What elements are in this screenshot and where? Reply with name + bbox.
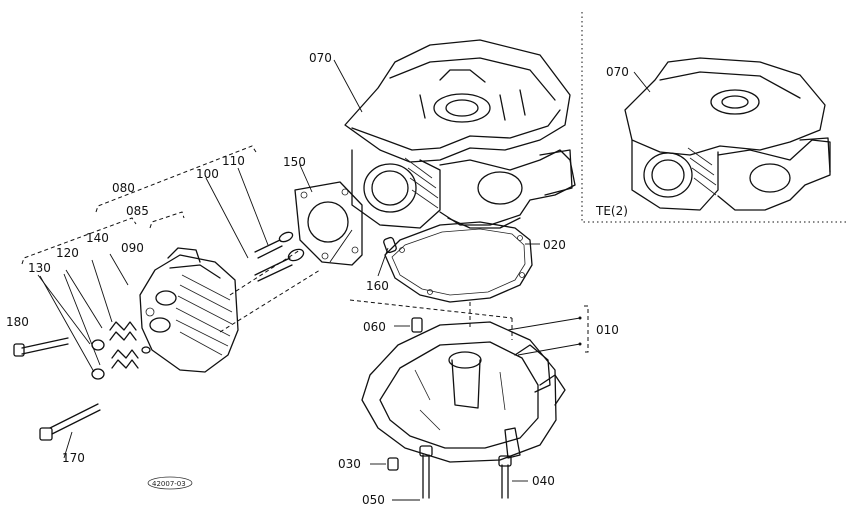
crankcase-gasket — [384, 221, 533, 303]
label-090: 090 — [121, 241, 144, 255]
label-130: 130 — [28, 261, 51, 275]
part-labels: 070 070 150 110 100 080 085 090 140 120 … — [6, 51, 629, 507]
label-140: 140 — [86, 231, 109, 245]
drawing-code: 42007-03 — [152, 480, 186, 488]
label-060: 060 — [363, 320, 386, 334]
crankcase-variant — [624, 57, 831, 211]
label-085: 085 — [126, 204, 149, 218]
label-150: 150 — [283, 155, 306, 169]
label-070: 070 — [309, 51, 332, 65]
head-gasket — [294, 181, 363, 266]
assembly-group-brackets — [21, 145, 589, 353]
label-070-variant: 070 — [606, 65, 629, 79]
label-160: 160 — [366, 279, 389, 293]
dowel-pin — [383, 236, 397, 254]
label-100: 100 — [196, 167, 219, 181]
variant-inset-box — [581, 12, 846, 223]
label-010: 010 — [596, 323, 619, 337]
head-bolts — [13, 337, 101, 441]
cylinder-head — [139, 247, 239, 373]
crankcase-main — [344, 39, 576, 229]
label-040: 040 — [532, 474, 555, 488]
leader-lines — [37, 59, 651, 501]
label-te2: TE(2) — [595, 204, 628, 218]
label-110: 110 — [222, 154, 245, 168]
label-030: 030 — [338, 457, 361, 471]
valves — [254, 231, 305, 282]
bolts-and-plugs — [387, 317, 512, 499]
label-180: 180 — [6, 315, 29, 329]
label-170: 170 — [62, 451, 85, 465]
drawing-code-stamp: 42007-03 — [147, 476, 193, 490]
valve-springs — [91, 321, 151, 380]
label-020: 020 — [543, 238, 566, 252]
crankcase-cover — [361, 321, 566, 463]
label-120: 120 — [56, 246, 79, 260]
label-050: 050 — [362, 493, 385, 507]
label-080: 080 — [112, 181, 135, 195]
